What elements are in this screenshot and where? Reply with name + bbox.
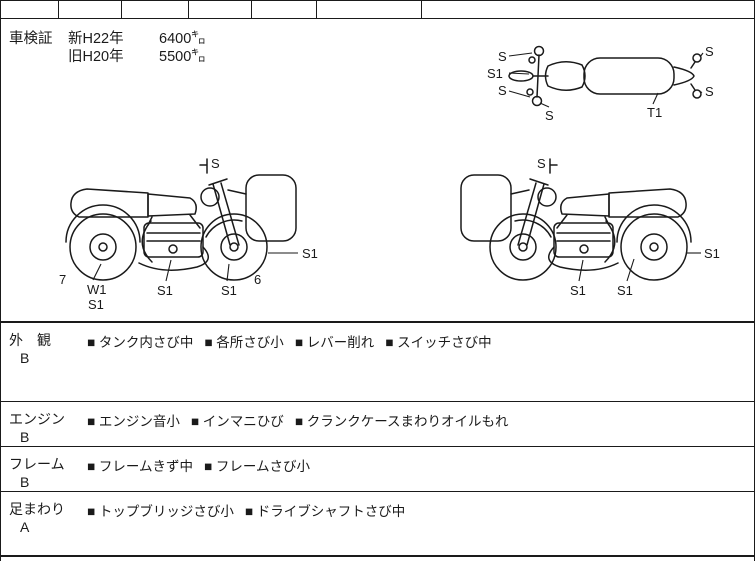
section-items: ■ タンク内さび中 ■ 各所さび小 ■ レバー削れ ■ スイッチさび中: [87, 331, 492, 351]
top-view-label-signal-right-bottom: S: [705, 84, 714, 99]
top-view-label-front: S: [545, 108, 554, 123]
left-view-label-front-number: 6: [254, 272, 262, 287]
section-grade: B: [20, 474, 30, 490]
table-grid-lines: [1, 1, 754, 19]
section-items: ■ フレームきず中 ■ フレームさび小: [87, 455, 310, 475]
section-frame: フレーム B ■ フレームきず中 ■ フレームさび小: [1, 446, 754, 491]
condition-item: ■ レバー削れ: [294, 335, 375, 350]
cert-old-era: 旧H20年: [68, 49, 124, 65]
condition-item: ■ エンジン音小: [87, 414, 180, 429]
section-label: エンジン: [9, 411, 65, 427]
section-items: ■ トップブリッジさび小 ■ ドライブシャフトさび中: [87, 500, 405, 520]
condition-item: ■ タンク内さび中: [87, 335, 194, 350]
left-view-label-front-wheel: S1: [221, 283, 237, 298]
right-view-label-mirror: S: [537, 156, 546, 171]
section-label: 足まわり: [9, 501, 65, 517]
left-view-label-front-leader: S1: [302, 246, 318, 261]
section-grade: A: [20, 519, 30, 535]
section-grade: B: [20, 429, 30, 445]
motorcycle-side-view-art: [65, 158, 297, 281]
bottom-rule: [1, 555, 754, 557]
condition-item: ■ 各所さび小: [204, 335, 284, 350]
top-view-label-signal-right-top: S: [705, 44, 714, 59]
left-view-label-mirror: S: [211, 156, 220, 171]
section-grade: B: [20, 350, 30, 366]
condition-item: ■ ドライブシャフトさび中: [244, 504, 406, 519]
condition-item: ■ インマニひび: [190, 414, 284, 429]
section-undercarriage: 足まわり A ■ トップブリッジさび小 ■ ドライブシャフトさび中: [1, 491, 754, 555]
section-label: 外 観: [9, 332, 51, 348]
condition-item: ■ トップブリッジさび小: [87, 504, 234, 519]
top-view-label-seat: T1: [647, 105, 663, 120]
section-engine: エンジン B ■ エンジン音小 ■ インマニひび ■ クランクケースまわりオイル…: [1, 401, 754, 446]
section-label: フレーム: [9, 456, 65, 472]
cert-new-era: 新H22年: [68, 31, 124, 47]
section-exterior: 外 観 B ■ タンク内さび中 ■ 各所さび小 ■ レバー削れ ■ スイッチさび…: [1, 321, 754, 401]
cert-old-mileage: 5500㌔: [159, 49, 206, 65]
condition-item: ■ フレームきず中: [87, 459, 193, 474]
left-view-label-rear-hub-top: W1: [87, 282, 107, 297]
section-items: ■ エンジン音小 ■ インマニひび ■ クランクケースまわりオイルもれ: [87, 410, 509, 430]
cert-new-mileage: 6400㌔: [159, 31, 206, 47]
left-view-label-rear-hub-bottom: S1: [88, 297, 104, 312]
top-view-label-handlebar: S1: [487, 66, 503, 81]
cert-title: 車検証: [9, 31, 53, 47]
top-view-label-mirror-left-bottom: S: [498, 83, 507, 98]
motorcycle-top-view-art: [508, 45, 702, 107]
condition-item: ■ スイッチさび中: [385, 335, 492, 350]
top-view-label-mirror-left-top: S: [498, 49, 507, 64]
left-view-label-engine: S1: [157, 283, 173, 298]
condition-item: ■ フレームさび小: [204, 459, 310, 474]
left-view-label-rear-number: 7: [59, 272, 67, 287]
right-view-label-wheel-leader: S1: [704, 246, 720, 261]
right-view-label-driveshaft: S1: [617, 283, 633, 298]
right-view-label-engine: S1: [570, 283, 586, 298]
condition-item: ■ クランクケースまわりオイルもれ: [294, 414, 509, 429]
leader-lines: [92, 52, 704, 282]
